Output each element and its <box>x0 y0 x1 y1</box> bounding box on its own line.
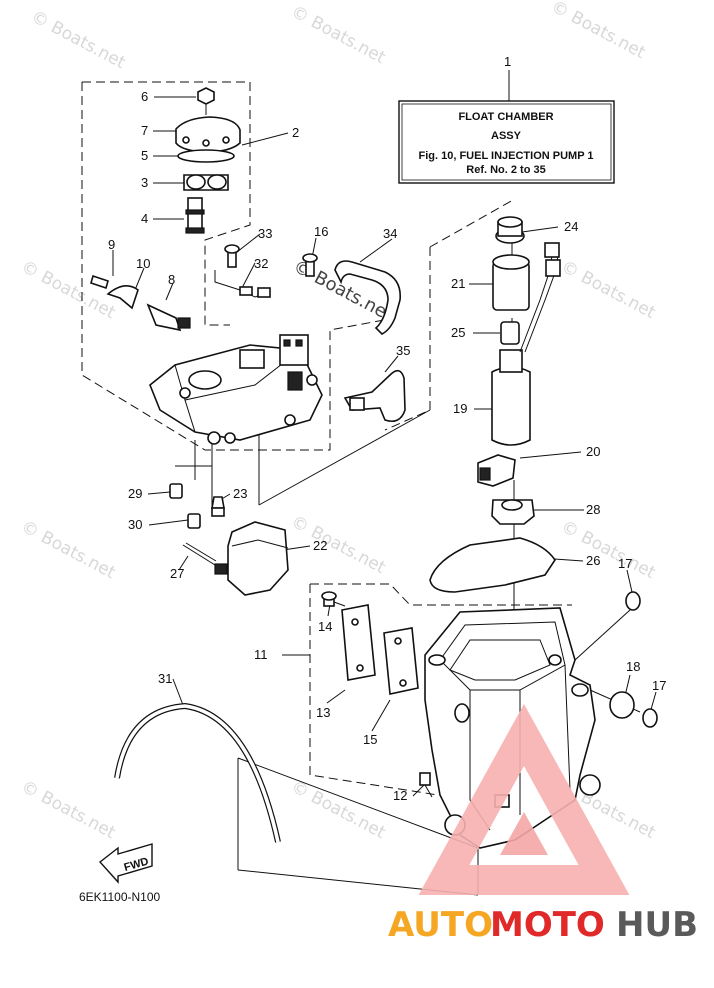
watermark: © Boats.net <box>558 517 659 584</box>
grommet-17b <box>642 708 658 728</box>
callout-12: 12 <box>393 788 407 803</box>
title-line-1: FLOAT CHAMBER <box>458 111 553 123</box>
callout-23: 23 <box>233 486 247 501</box>
callout-1: 1 <box>504 54 511 69</box>
callout-31: 31 <box>158 671 172 686</box>
callout-11: 11 <box>254 647 268 662</box>
bolt-29 <box>169 483 183 499</box>
watermark: © Boats.net <box>28 7 129 74</box>
callout-34: 34 <box>383 226 397 241</box>
pin-27 <box>182 544 216 566</box>
logo-moto: MOTO <box>490 905 605 945</box>
callouts: 6 7 5 3 4 2 9 10 8 33 32 16 34 35 24 21 … <box>108 89 666 803</box>
watermark: © Boats.net <box>18 517 119 584</box>
callout-35: 35 <box>396 343 410 358</box>
title-line-3: Fig. 10, FUEL INJECTION PUMP 1 <box>418 150 593 162</box>
screw-9 <box>90 274 109 290</box>
gasket-26 <box>429 537 556 593</box>
seal-25 <box>500 321 520 345</box>
logo-auto: AUTO <box>388 905 493 945</box>
title-box: 1 FLOAT CHAMBER ASSY Fig. 10, FUEL INJEC… <box>398 54 615 184</box>
gasket-15 <box>383 627 419 695</box>
callout-18: 18 <box>626 659 640 674</box>
callout-7: 7 <box>141 123 148 138</box>
watermark: © Boats.net <box>548 0 649 63</box>
cover-22 <box>227 521 289 596</box>
callout-24: 24 <box>564 219 578 234</box>
bolt-23 <box>211 496 225 509</box>
diagram-ref-code: 6EK1100-N100 <box>79 890 160 904</box>
watermark: © Boats.net <box>288 2 389 69</box>
callout-30: 30 <box>128 517 142 532</box>
callout-25: 25 <box>451 325 465 340</box>
callout-28: 28 <box>586 502 600 517</box>
callout-2: 2 <box>292 125 299 140</box>
pump-19 <box>491 366 531 446</box>
callout-27: 27 <box>170 566 184 581</box>
screw-6 <box>197 87 215 115</box>
title-line-2: ASSY <box>491 130 522 142</box>
watermark: © Boats.net <box>18 777 119 844</box>
callout-21: 21 <box>451 276 465 291</box>
callout-10: 10 <box>136 256 150 271</box>
callout-15: 15 <box>363 732 377 747</box>
joint-4 <box>187 197 203 233</box>
callout-13: 13 <box>316 705 330 720</box>
logo-hub: HUB <box>616 905 698 945</box>
callout-20: 20 <box>586 444 600 459</box>
screw-12 <box>419 772 431 786</box>
callout-16: 16 <box>314 224 328 239</box>
callout-33: 33 <box>258 226 272 241</box>
cover-assembly <box>175 87 241 234</box>
valve-8 <box>146 303 182 332</box>
hose-35 <box>343 369 406 423</box>
watermark: © Boats.net <box>18 257 119 324</box>
plate-13 <box>341 604 376 681</box>
hose-34 <box>334 260 402 335</box>
callout-5: 5 <box>141 148 148 163</box>
callout-8: 8 <box>168 272 175 287</box>
callout-19: 19 <box>453 401 467 416</box>
callout-4: 4 <box>141 211 148 226</box>
callout-9: 9 <box>108 237 115 252</box>
callout-6: 6 <box>141 89 148 104</box>
bracket-10 <box>106 285 139 310</box>
callout-22: 22 <box>313 538 327 553</box>
automotohub-logo: AUTO MOTO HUB <box>388 703 698 945</box>
watermark: © Boats.net <box>288 777 389 844</box>
callout-26: 26 <box>586 553 600 568</box>
watermark: © Boats.net <box>288 512 389 579</box>
gasket-5 <box>177 149 235 163</box>
pump-stack <box>477 216 561 525</box>
title-line-4: Ref. No. 2 to 35 <box>466 164 545 176</box>
lower-small-parts <box>169 483 289 596</box>
callout-32: 32 <box>254 256 268 271</box>
hoses <box>214 244 406 423</box>
callout-17a: 17 <box>618 556 632 571</box>
callout-29: 29 <box>128 486 142 501</box>
grommet-17a <box>625 591 641 611</box>
watermark: © Boats.net <box>558 257 659 324</box>
cover-7 <box>175 116 241 153</box>
callout-3: 3 <box>141 175 148 190</box>
bolt-30 <box>187 513 201 529</box>
float-chamber-upper <box>90 274 323 445</box>
callout-14: 14 <box>318 619 332 634</box>
fwd-arrow: FWD <box>98 843 153 884</box>
grommet-18 <box>609 691 635 719</box>
callout-17b: 17 <box>652 678 666 693</box>
